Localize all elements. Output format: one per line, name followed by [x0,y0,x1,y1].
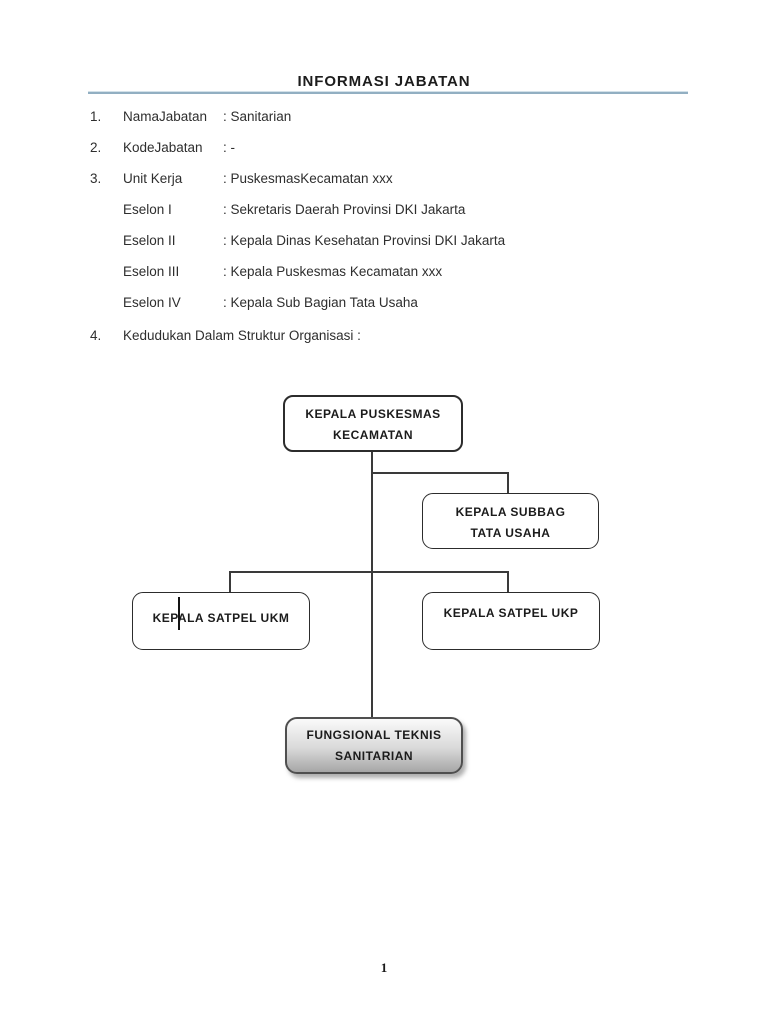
item-label: Eselon III [123,264,180,279]
org-node-label: KEPALA SATPEL UKP [443,606,579,620]
item-value: : PuskesmasKecamatan xxx [223,171,393,186]
list-item-eselon-4: Eselon IV : Kepala Sub Bagian Tata Usaha [90,295,418,310]
org-node-label: KEPALA SUBBAG [455,505,566,519]
org-node-kepala-puskesmas-kecamatan: KEPALA PUSKESMAS KECAMATAN [283,395,463,452]
item-number [90,295,123,310]
connector-subbag-drop [507,472,509,494]
item-number [90,264,123,279]
org-node-kepala-satpel-ukp: KEPALA SATPEL UKP [422,592,600,650]
item-value: : Kepala Dinas Kesehatan Provinsi DKI Ja… [223,233,506,248]
item-label: Eselon II [123,233,176,248]
connector-subbag-horizontal [372,472,509,474]
item-number [90,202,123,217]
org-node-label: SANITARIAN [334,749,414,763]
item-label: NamaJabatan [123,109,208,124]
list-item-eselon-1: Eselon I : Sekretaris Daerah Provinsi DK… [90,202,465,217]
org-node-fungsional-teknis-sanitarian: FUNGSIONAL TEKNIS SANITARIAN [285,717,463,774]
item-value: : - [223,140,235,155]
item-number: 4. [90,328,102,343]
connector-ukm-drop [229,571,231,593]
item-value: : Sanitarian [223,109,292,124]
item-number: 1. [90,109,102,124]
list-item-eselon-3: Eselon III : Kepala Puskesmas Kecamatan … [90,264,442,279]
org-node-label: KEPALA SATPEL UKM [152,611,290,625]
title-underline [88,91,688,94]
org-node-kepala-satpel-ukm: KEPALA SATPEL UKM [132,592,310,650]
text-cursor-artifact [178,597,180,630]
org-node-label: KECAMATAN [332,428,414,442]
item-value: : Kepala Puskesmas Kecamatan xxx [223,264,443,279]
org-node-kepala-subbag-tata-usaha: KEPALA SUBBAG TATA USAHA [422,493,599,549]
connector-center-vertical [371,452,373,717]
item-label: Kedudukan Dalam Struktur Organisasi : [123,328,361,343]
item-number: 3. [90,171,102,186]
connector-ukp-drop [507,571,509,593]
document-title: INFORMASI JABATAN [297,73,471,90]
item-number: 2. [90,140,102,155]
list-item-eselon-2: Eselon II : Kepala Dinas Kesehatan Provi… [90,233,505,248]
item-label: KodeJabatan [123,140,203,155]
list-item-kedudukan: 4. Kedudukan Dalam Struktur Organisasi : [90,328,361,343]
list-item-unit-kerja: 3. Unit Kerja : PuskesmasKecamatan xxx [90,171,393,186]
item-label: Eselon I [123,202,172,217]
org-node-label: KEPALA PUSKESMAS [305,407,441,421]
connector-satpel-horizontal [229,571,509,573]
item-label: Eselon IV [123,295,181,310]
item-number [90,233,123,248]
item-label: Unit Kerja [123,171,183,186]
org-node-label: FUNGSIONAL TEKNIS [306,728,442,742]
list-item-kode-jabatan: 2. KodeJabatan : - [90,140,235,155]
org-node-label: TATA USAHA [470,526,551,540]
item-value: : Kepala Sub Bagian Tata Usaha [223,295,418,310]
list-item-nama-jabatan: 1. NamaJabatan : Sanitarian [90,109,291,124]
page-number: 1 [380,960,388,975]
item-value: : Sekretaris Daerah Provinsi DKI Jakarta [223,202,466,217]
